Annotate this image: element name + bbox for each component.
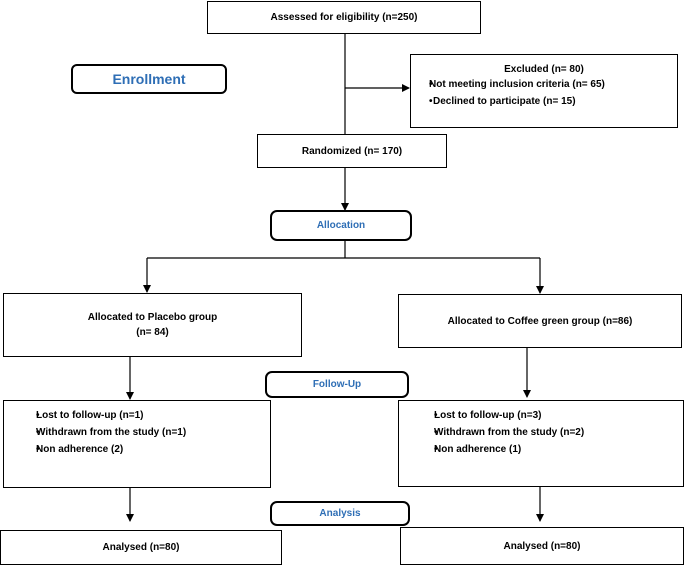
coffee-allocation-text: Allocated to Coffee green group (n=86) xyxy=(447,315,633,327)
allocation-label: Allocation xyxy=(270,210,412,241)
followup-text: Follow-Up xyxy=(312,379,362,390)
randomized-text: Randomized (n= 170) xyxy=(301,145,403,157)
coffee-allocation-box: Allocated to Coffee green group (n=86) xyxy=(398,294,682,348)
placebo-allocation-box: Allocated to Placebo group (n= 84) xyxy=(3,293,302,357)
placebo-allocation-line1: Allocated to Placebo group xyxy=(87,312,218,323)
analysis-label: Analysis xyxy=(270,501,410,526)
followup-label: Follow-Up xyxy=(265,371,409,398)
randomized-box: Randomized (n= 170) xyxy=(257,134,447,168)
allocation-text: Allocation xyxy=(316,220,366,231)
placebo-followup-list: Lost to follow-up (n=1) Withdrawn from t… xyxy=(10,407,186,458)
list-item: Non adherence (2) xyxy=(10,441,186,458)
assessed-text: Assessed for eligibility (n=250) xyxy=(270,12,418,23)
coffee-followup-list: Lost to follow-up (n=3) Withdrawn from t… xyxy=(409,407,584,458)
placebo-followup-box: Lost to follow-up (n=1) Withdrawn from t… xyxy=(3,400,271,488)
excluded-list: Not meeting inclusion criteria (n= 65) D… xyxy=(429,76,605,110)
excluded-box: Excluded (n= 80) Not meeting inclusion c… xyxy=(410,54,678,128)
excluded-item: Declined to participate (n= 15) xyxy=(429,93,605,110)
coffee-followup-box: Lost to follow-up (n=3) Withdrawn from t… xyxy=(398,400,684,487)
placebo-allocation-line2: (n= 84) xyxy=(136,327,169,338)
list-item: Non adherence (1) xyxy=(409,441,584,458)
list-item: Lost to follow-up (n=3) xyxy=(409,407,584,424)
list-item: Withdrawn from the study (n=1) xyxy=(10,424,186,441)
analysed-placebo-box: Analysed (n=80) xyxy=(0,530,282,565)
excluded-title: Excluded (n= 80) xyxy=(504,64,584,75)
analysis-text: Analysis xyxy=(319,508,361,519)
list-item: Lost to follow-up (n=1) xyxy=(10,407,186,424)
excluded-item: Not meeting inclusion criteria (n= 65) xyxy=(429,76,605,93)
analysed-placebo-text: Analysed (n=80) xyxy=(102,542,180,553)
analysed-coffee-box: Analysed (n=80) xyxy=(400,527,684,565)
assessed-box: Assessed for eligibility (n=250) xyxy=(207,1,481,34)
list-item: Withdrawn from the study (n=2) xyxy=(409,424,584,441)
enrollment-text: Enrollment xyxy=(112,71,186,87)
analysed-coffee-text: Analysed (n=80) xyxy=(503,540,581,552)
enrollment-label: Enrollment xyxy=(71,64,227,94)
